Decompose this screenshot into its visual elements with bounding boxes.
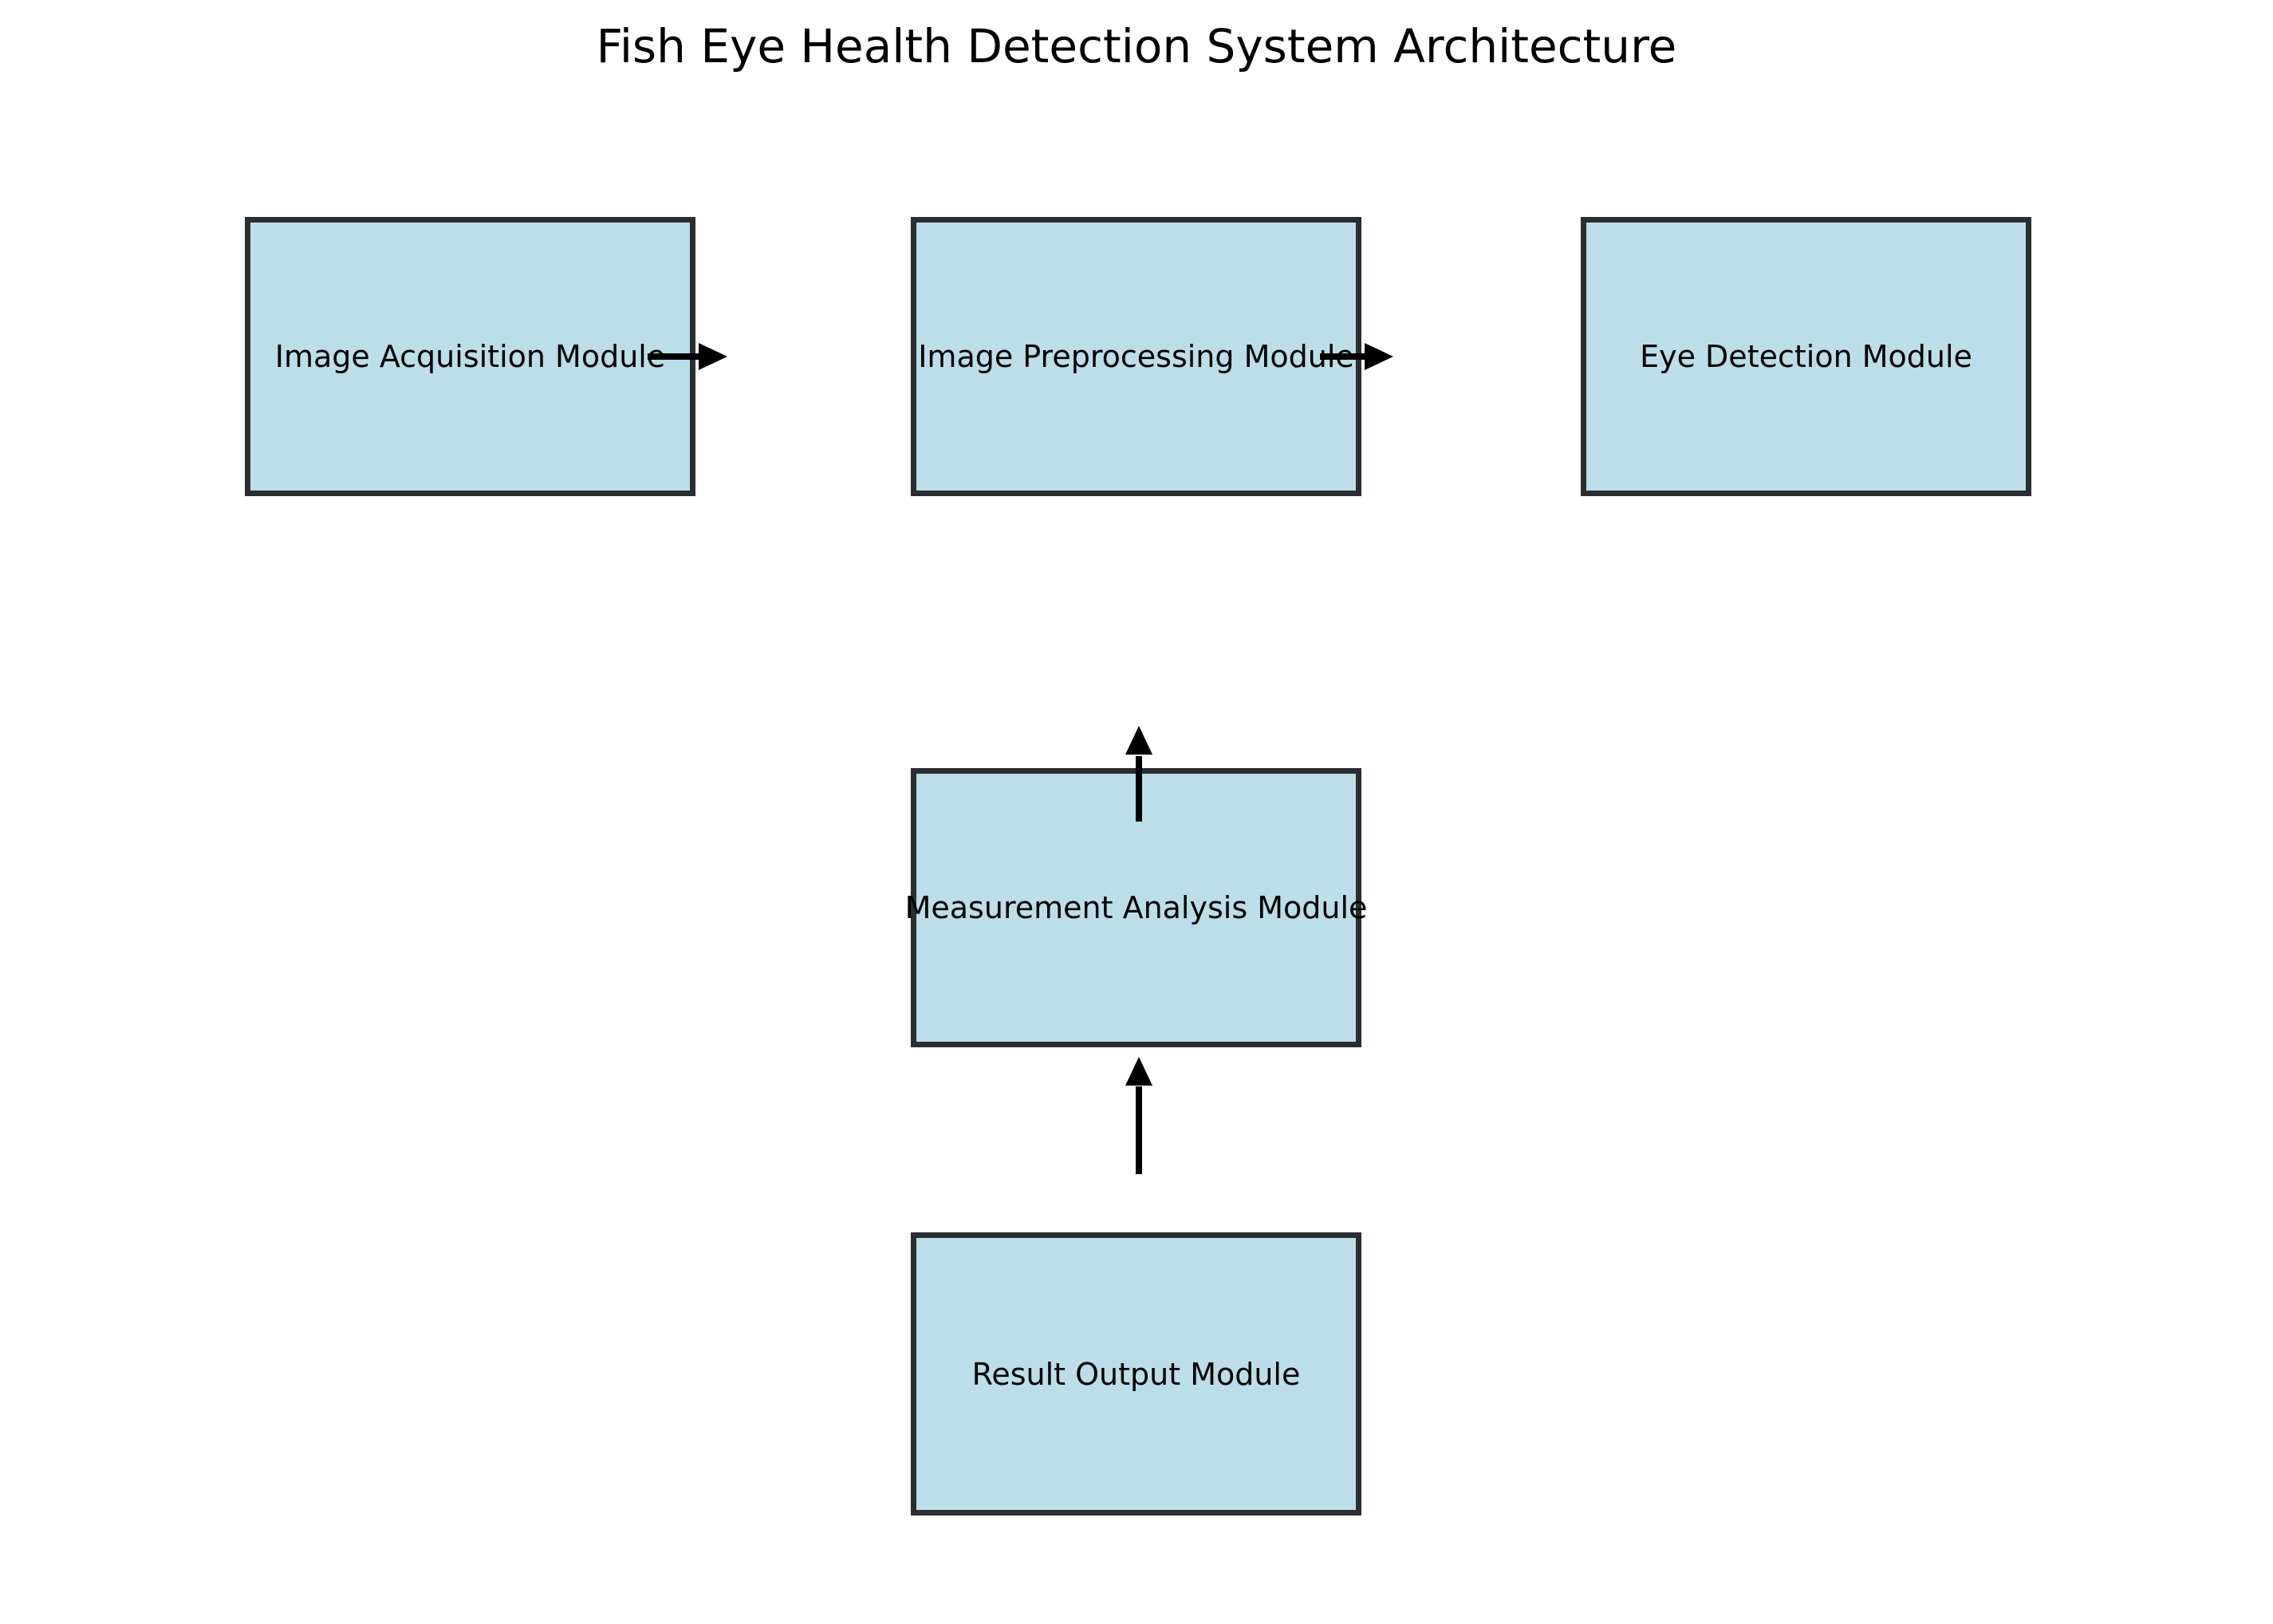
node-eye-detection-label: Eye Detection Module: [1640, 339, 1972, 374]
arrow-result-to-measurement-icon: [1125, 1057, 1152, 1174]
node-result-output-label: Result Output Module: [971, 1356, 1301, 1392]
node-image-acquisition: Image Acquisition Module: [245, 217, 695, 496]
node-measurement-analysis-label: Measurement Analysis Module: [904, 890, 1368, 925]
node-image-preprocessing-label: Image Preprocessing Module: [918, 339, 1354, 374]
node-eye-detection: Eye Detection Module: [1581, 217, 2031, 496]
node-image-acquisition-label: Image Acquisition Module: [274, 339, 666, 374]
node-result-output: Result Output Module: [911, 1232, 1361, 1516]
diagram-title: Fish Eye Health Detection System Archite…: [596, 19, 1677, 73]
node-image-preprocessing: Image Preprocessing Module: [911, 217, 1361, 496]
node-measurement-analysis: Measurement Analysis Module: [905, 768, 1367, 1047]
